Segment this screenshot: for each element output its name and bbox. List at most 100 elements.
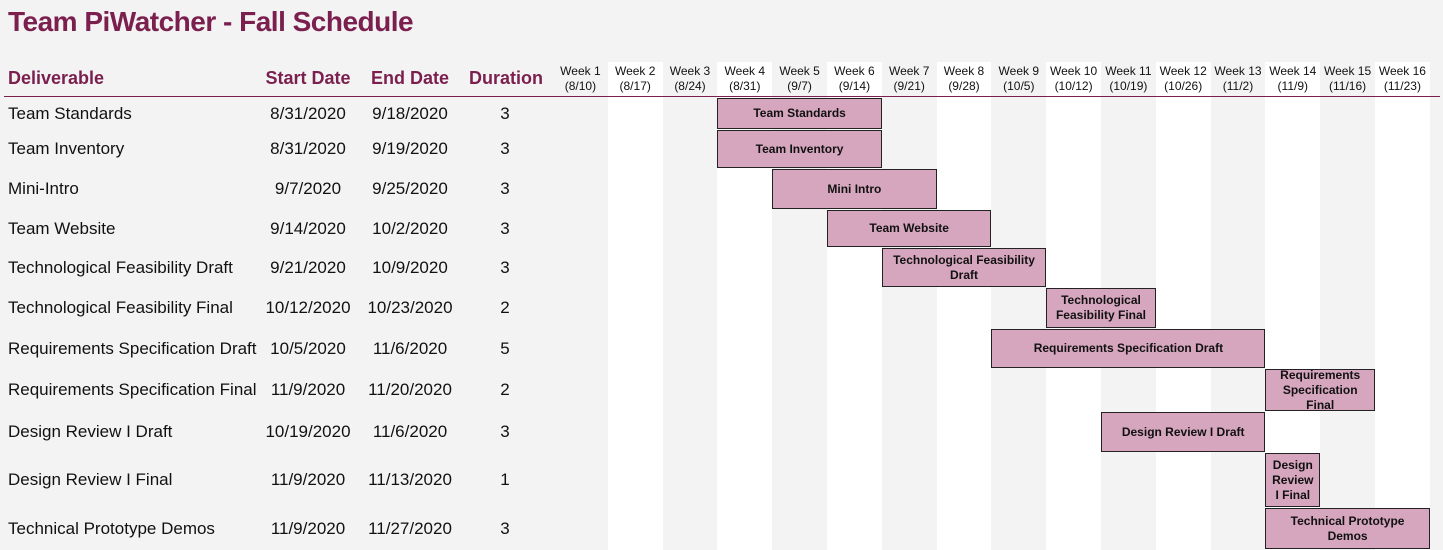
week-label: Week 2 — [614, 64, 656, 78]
deliverable-name: Technical Prototype Demos — [8, 518, 215, 538]
end-date: 11/6/2020 — [372, 422, 448, 441]
week-header: Week 3(8/24) — [663, 64, 718, 94]
deliverable-name: Team Inventory — [8, 139, 125, 158]
duration-value: 5 — [500, 338, 510, 358]
week-date: (11/16) — [1329, 79, 1367, 93]
week-label: Week 3 — [669, 64, 711, 78]
header-start-date: Start Date — [265, 68, 351, 88]
header-end-date: End Date — [370, 68, 449, 88]
week-date: (8/31) — [729, 79, 761, 93]
week-header: Week 14(11/9) — [1265, 64, 1320, 94]
end-date: 10/2/2020 — [372, 218, 448, 238]
gantt-bar[interactable]: Technical Prototype Demos — [1265, 508, 1430, 549]
gantt-bar[interactable]: Design Review I Draft — [1101, 412, 1266, 452]
week-column: Week 8(9/28) — [936, 62, 992, 550]
gantt-bar[interactable]: Technological Feasibility Draft — [881, 248, 1047, 287]
week-label: Week 12 — [1159, 64, 1207, 78]
duration-value: 3 — [500, 422, 510, 441]
duration-value: 3 — [500, 518, 510, 538]
week-header: Week 11(10/19) — [1101, 64, 1156, 94]
week-label: Week 8 — [943, 64, 985, 78]
week-label: Week 11 — [1105, 64, 1152, 78]
week-label: Week 16 — [1378, 64, 1426, 78]
header-divider — [4, 96, 1440, 97]
week-column: Week 2(8/17) — [607, 62, 663, 550]
start-date: 11/9/2020 — [270, 518, 346, 538]
week-header: Week 7(9/21) — [882, 64, 937, 94]
gantt-bar[interactable]: Team Inventory — [717, 130, 882, 168]
week-label: Week 1 — [560, 64, 601, 78]
end-date: 11/20/2020 — [368, 380, 452, 399]
week-date: (9/28) — [948, 79, 980, 93]
end-date: 11/27/2020 — [368, 518, 452, 538]
gantt-bar[interactable]: Requirements Specification Final — [1265, 368, 1375, 412]
week-header: Week 5(9/7) — [772, 64, 827, 94]
gantt-bar[interactable]: Mini Intro — [772, 169, 937, 209]
end-date: 10/9/2020 — [372, 257, 448, 277]
end-date: 10/23/2020 — [367, 298, 453, 317]
week-date: (8/24) — [674, 79, 706, 93]
week-label: Week 14 — [1269, 64, 1317, 78]
gantt-bar[interactable]: Technological Feasibility Final — [1046, 288, 1156, 328]
table-row: Requirements Specification Final 11/9/202… — [4, 378, 600, 402]
deliverable-name: Technological Feasibility Draft — [8, 257, 233, 277]
deliverable-name: Design Review I Final — [8, 470, 173, 489]
start-date: 9/21/2020 — [270, 257, 346, 277]
page-title: Team PiWatcher - Fall Schedule — [8, 6, 414, 37]
week-label: Week 13 — [1214, 64, 1262, 78]
gantt-bar[interactable]: Team Standards — [717, 98, 882, 129]
week-label: Week 15 — [1324, 64, 1372, 78]
start-date: 10/12/2020 — [265, 298, 351, 317]
start-date: 11/9/2020 — [270, 380, 346, 399]
week-date: (8/10) — [564, 79, 597, 93]
week-column: Week 12(10/26) — [1155, 62, 1211, 550]
week-date: (9/14) — [838, 79, 871, 93]
week-header: Week 1(8/10) — [553, 64, 608, 94]
duration-value: 3 — [500, 218, 510, 238]
deliverable-name: Mini-Intro — [8, 179, 79, 198]
deliverable-name: Team Website — [8, 218, 116, 238]
week-column: Week 16(11/23) — [1375, 62, 1430, 550]
end-date: 9/19/2020 — [372, 139, 448, 158]
duration-value: 3 — [500, 139, 510, 158]
week-date: (10/26) — [1164, 79, 1203, 93]
start-date: 10/19/2020 — [265, 422, 351, 441]
table-row: Design Review I Final 11/9/2020 11/13/2020… — [4, 468, 600, 492]
deliverable-name: Requirements Specification Final — [8, 380, 257, 399]
table-row: Technological Feasibility Draft 9/21/2020… — [4, 256, 600, 280]
start-date: 8/31/2020 — [270, 103, 346, 123]
duration-value: 2 — [500, 380, 510, 399]
week-label: Week 6 — [834, 64, 875, 78]
week-header: Week 12(10/26) — [1156, 64, 1211, 94]
duration-value: 2 — [500, 298, 510, 317]
week-header: Week 6(9/14) — [827, 64, 882, 94]
table-row: Design Review I Draft 10/19/2020 11/6/2020… — [4, 420, 600, 444]
deliverable-name: Requirements Specification Draft — [8, 338, 257, 358]
start-date: 11/9/2020 — [270, 470, 346, 489]
week-column: Week 9(10/5) — [991, 62, 1047, 550]
end-date: 9/18/2020 — [372, 103, 448, 123]
start-date: 9/14/2020 — [270, 218, 346, 238]
duration-value: 3 — [500, 179, 510, 198]
week-column: Week 3(8/24) — [662, 62, 718, 550]
duration-value: 3 — [500, 257, 510, 277]
week-label: Week 9 — [998, 64, 1040, 78]
gantt-bar[interactable]: Requirements Specification Draft — [991, 329, 1266, 368]
gantt-bar[interactable]: Team Website — [827, 210, 992, 247]
start-date: 9/7/2020 — [274, 179, 342, 198]
deliverable-name: Design Review I Draft — [8, 422, 173, 441]
end-date: 11/6/2020 — [372, 338, 448, 358]
table-row: Technical Prototype Demos 11/9/2020 11/27/… — [4, 517, 600, 541]
deliverable-name: Team Standards — [8, 103, 132, 123]
header-deliverable: Deliverable — [8, 68, 105, 88]
week-header: Week 13(11/2) — [1211, 64, 1266, 94]
start-date: 10/5/2020 — [270, 338, 346, 358]
week-header: Week 9(10/5) — [991, 64, 1046, 94]
end-date: 9/25/2020 — [372, 179, 448, 198]
week-header: Week 16(11/23) — [1375, 64, 1430, 94]
end-date: 11/13/2020 — [368, 470, 452, 489]
gantt-bar[interactable]: Design Review I Final — [1265, 453, 1321, 507]
